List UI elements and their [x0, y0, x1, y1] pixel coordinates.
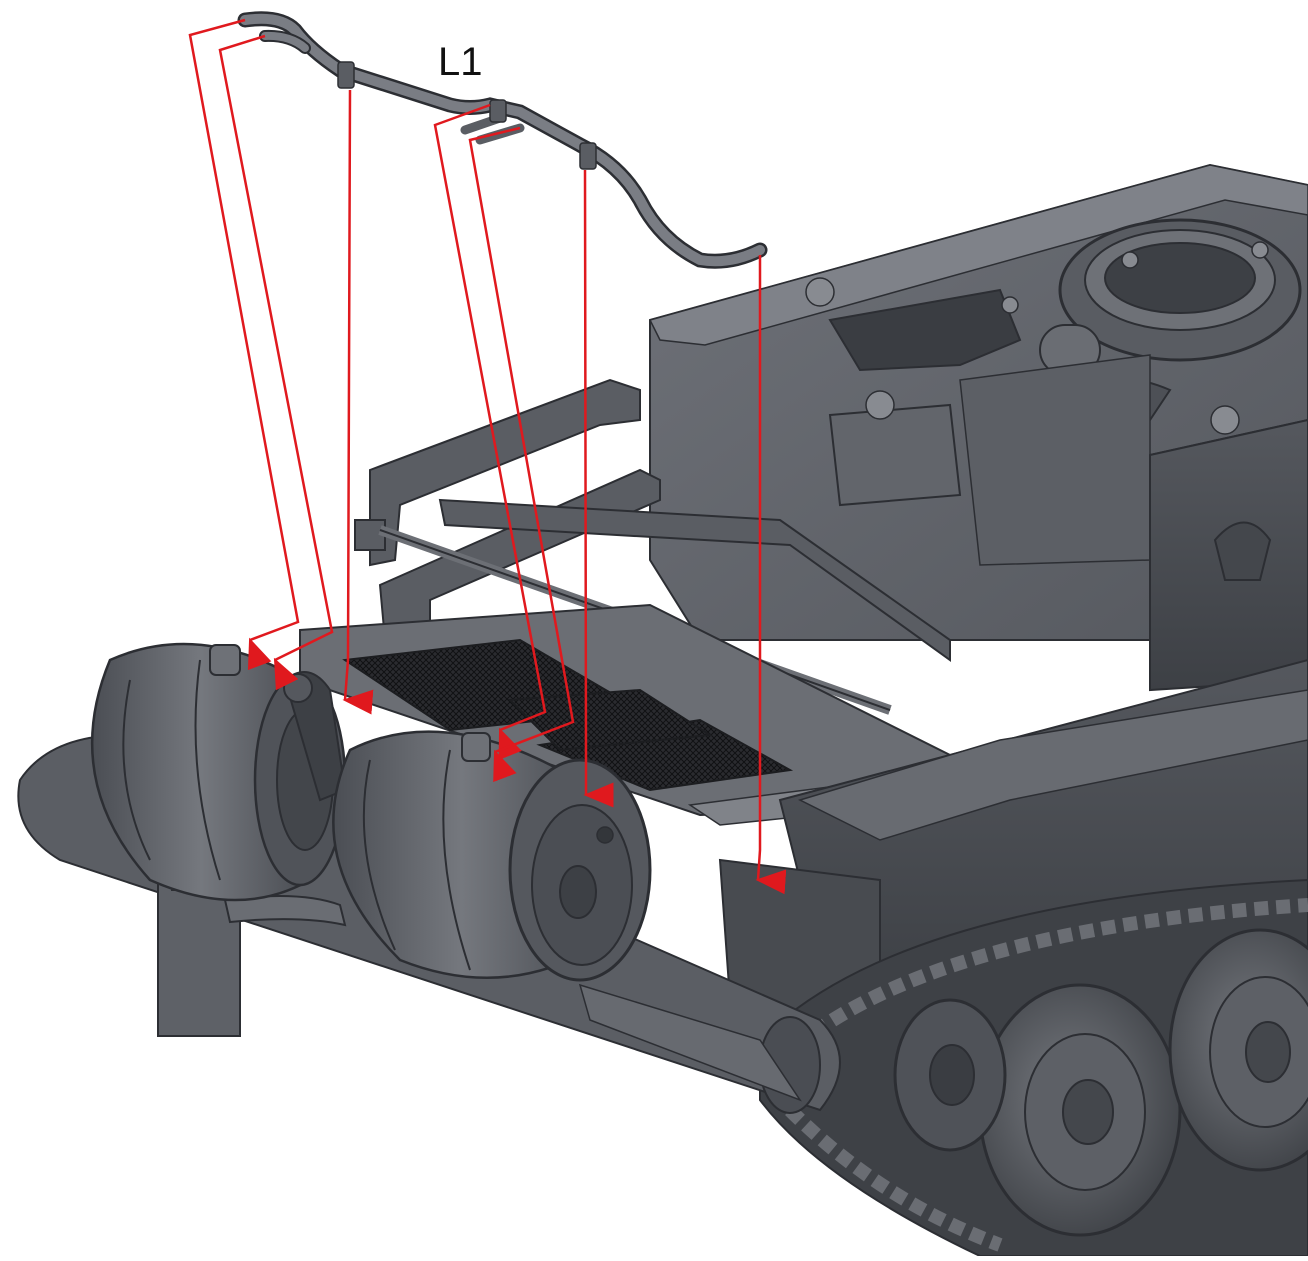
- deck-hatch: [828, 288, 1022, 372]
- hull-upper-deck: [648, 163, 1308, 692]
- air-cleaner-left: [90, 642, 347, 902]
- track-assembly: [759, 878, 1308, 1257]
- guide-lines: [188, 18, 787, 895]
- drive-sprocket: [893, 998, 1007, 1152]
- rear-deck-grille: [299, 603, 961, 826]
- part-label: L1: [438, 40, 483, 84]
- air-cleaner-right: [332, 730, 652, 982]
- rear-frame-rails: [354, 378, 951, 715]
- road-wheel: [978, 983, 1182, 1237]
- road-wheel: [1168, 928, 1308, 1172]
- hose-pipe-part: [237, 11, 768, 269]
